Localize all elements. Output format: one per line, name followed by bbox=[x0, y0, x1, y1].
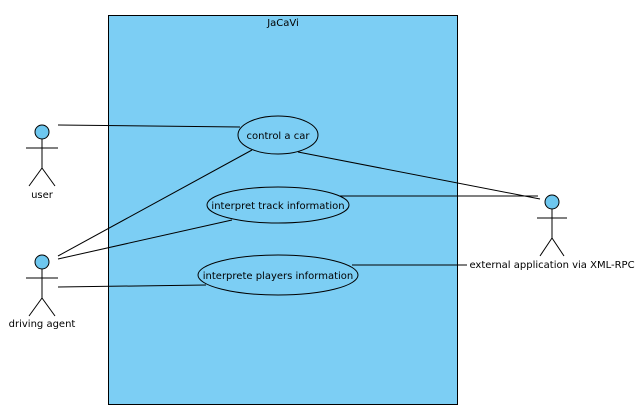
use-case-interprete-players-shape bbox=[197, 254, 359, 296]
association-driving-agent-interprete-players[interactable] bbox=[57, 284, 207, 288]
actor-external-app-left-leg bbox=[539, 237, 553, 257]
actor-external-app-label: external application via XML-RPC bbox=[469, 260, 634, 271]
actor-external-app-right-leg bbox=[551, 237, 565, 257]
actor-user-left-leg bbox=[28, 167, 43, 187]
actor-user[interactable]: user bbox=[26, 124, 58, 201]
use-case-interpret-track-shape bbox=[206, 186, 350, 224]
associations bbox=[57, 124, 541, 288]
actor-driving-agent[interactable]: driving agent bbox=[9, 254, 76, 330]
association-external-app-control-car[interactable] bbox=[297, 151, 541, 200]
actor-external-app[interactable]: external application via XML-RPC bbox=[469, 194, 635, 271]
use-case-control-car-shape bbox=[237, 115, 319, 155]
actor-driving-agent-label: driving agent bbox=[9, 319, 76, 330]
use-case-interprete-players[interactable]: interprete players information bbox=[197, 254, 359, 296]
use-case-control-car-label: control a car bbox=[247, 131, 311, 142]
actor-user-label: user bbox=[31, 190, 54, 201]
actor-driving-agent-right-leg bbox=[41, 297, 56, 317]
actor-driving-agent-left-leg bbox=[28, 297, 43, 317]
use-case-interpret-track[interactable]: interpret track information bbox=[206, 186, 350, 224]
association-driving-agent-control-car[interactable] bbox=[57, 149, 253, 257]
association-driving-agent-interpret-track[interactable] bbox=[57, 219, 233, 260]
use-case-interpret-track-label: interpret track information bbox=[211, 201, 344, 212]
actor-external-app-head bbox=[544, 194, 560, 210]
actor-driving-agent-head bbox=[34, 254, 50, 270]
association-user-control-car[interactable] bbox=[57, 124, 241, 128]
system-title: JaCaVi bbox=[266, 18, 299, 29]
actor-user-right-leg bbox=[41, 167, 56, 187]
actor-user-head bbox=[34, 124, 50, 140]
use-case-interprete-players-label: interprete players information bbox=[203, 271, 353, 282]
use-case-control-car[interactable]: control a car bbox=[237, 115, 319, 155]
